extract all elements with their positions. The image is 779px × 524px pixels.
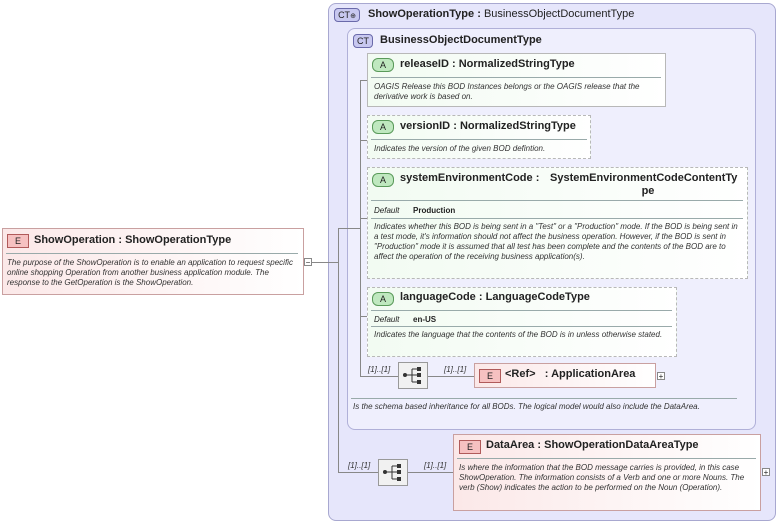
attribute-icon: A xyxy=(372,292,394,306)
attribute-title: systemEnvironmentCode : xyxy=(400,172,540,184)
ct-extension-icon: CT⊕ xyxy=(334,8,360,22)
attribute-title: releaseID : NormalizedStringType xyxy=(400,58,575,70)
application-area-element[interactable] xyxy=(474,363,656,388)
element-icon: E xyxy=(459,440,481,454)
collapse-button[interactable]: − xyxy=(304,258,312,267)
connector xyxy=(360,218,370,219)
attribute-description: OAGIS Release this BOD Instances belongs… xyxy=(374,82,640,101)
ct-icon: CT xyxy=(353,34,373,48)
data-area-element[interactable] xyxy=(453,434,761,511)
divider xyxy=(457,458,756,459)
connector xyxy=(360,140,370,141)
connector xyxy=(360,80,361,376)
multiplicity-label: [1]..[1] xyxy=(444,365,467,374)
attribute-description: Indicates the language that the contents… xyxy=(374,330,663,339)
data-area-description: Is where the information that the BOD me… xyxy=(459,463,745,492)
show-operation-description: The purpose of the ShowOperation is to e… xyxy=(7,258,293,287)
expand-button[interactable]: + xyxy=(657,372,665,381)
inner-ct-title: BusinessObjectDocumentType xyxy=(380,34,542,46)
divider xyxy=(371,200,743,201)
divider xyxy=(351,398,737,399)
connector xyxy=(360,376,398,377)
default-label: Default xyxy=(374,315,400,324)
attribute-type: SystemEnvironmentCodeContentTy pe xyxy=(550,172,738,197)
connector xyxy=(338,228,360,229)
attribute-description: Indicates the version of the given BOD d… xyxy=(374,144,546,153)
attribute-system-environment-code[interactable] xyxy=(367,167,748,279)
multiplicity-label: [1]..[1] xyxy=(368,365,391,374)
element-icon: E xyxy=(479,369,501,383)
divider xyxy=(371,77,661,78)
attribute-release-id[interactable] xyxy=(367,53,666,107)
divider xyxy=(371,218,743,219)
attribute-icon: A xyxy=(372,120,394,134)
connector xyxy=(338,228,339,472)
multiplicity-label: [1]..[1] xyxy=(348,461,371,470)
element-icon: E xyxy=(7,234,29,248)
sequence-compositor-icon[interactable] xyxy=(398,362,428,389)
inner-ct-description: Is the schema based inheritance for all … xyxy=(353,402,700,411)
expand-button[interactable]: + xyxy=(762,468,770,477)
connector xyxy=(428,376,474,377)
divider xyxy=(371,310,672,311)
attribute-description: Indicates whether this BOD is being sent… xyxy=(374,222,738,261)
attribute-version-id[interactable] xyxy=(367,115,591,159)
show-operation-element[interactable] xyxy=(2,228,304,295)
multiplicity-label: [1]..[1] xyxy=(424,461,447,470)
connector xyxy=(360,316,370,317)
connector xyxy=(312,262,338,263)
divider xyxy=(6,253,298,254)
attribute-icon: A xyxy=(372,58,394,72)
connector xyxy=(360,80,370,81)
attribute-title: versionID : NormalizedStringType xyxy=(400,120,576,132)
show-operation-title: ShowOperation : ShowOperationType xyxy=(34,234,232,246)
connector xyxy=(408,472,454,473)
attribute-title: languageCode : LanguageCodeType xyxy=(400,291,590,303)
default-value: en-US xyxy=(413,315,437,324)
connector xyxy=(338,472,378,473)
attribute-icon: A xyxy=(372,173,394,187)
default-value: Production xyxy=(413,206,456,215)
divider xyxy=(371,139,587,140)
application-area-title: <Ref> : ApplicationArea xyxy=(505,368,636,380)
divider xyxy=(371,326,672,327)
outer-ct-title: ShowOperationType : BusinessObjectDocume… xyxy=(368,8,635,20)
attribute-language-code[interactable] xyxy=(367,287,677,357)
default-label: Default xyxy=(374,206,400,215)
sequence-compositor-icon[interactable] xyxy=(378,459,408,486)
data-area-title: DataArea : ShowOperationDataAreaType xyxy=(486,439,699,451)
